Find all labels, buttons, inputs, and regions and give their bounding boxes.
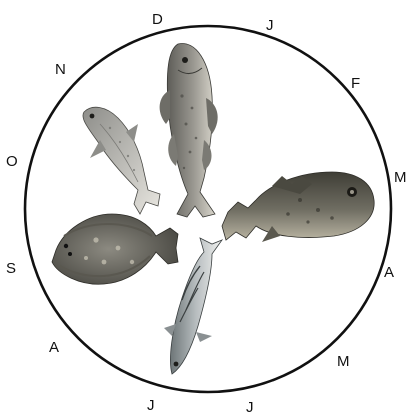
month-label: J [246,399,254,414]
fish-illustrations [52,44,374,374]
month-label: M [394,169,407,186]
lumpfish-icon [222,172,374,242]
month-label: A [384,264,394,281]
plaice-icon [52,214,178,284]
month-label: J [147,397,155,414]
month-label: F [351,75,360,92]
month-label: M [337,353,350,370]
month-label: O [6,153,18,170]
month-label: S [6,260,16,277]
char-icon [83,107,160,214]
month-label: D [152,11,163,28]
month-label: N [55,61,66,78]
cod-icon [160,44,218,217]
month-label: J [266,17,274,34]
month-label: A [49,339,59,356]
